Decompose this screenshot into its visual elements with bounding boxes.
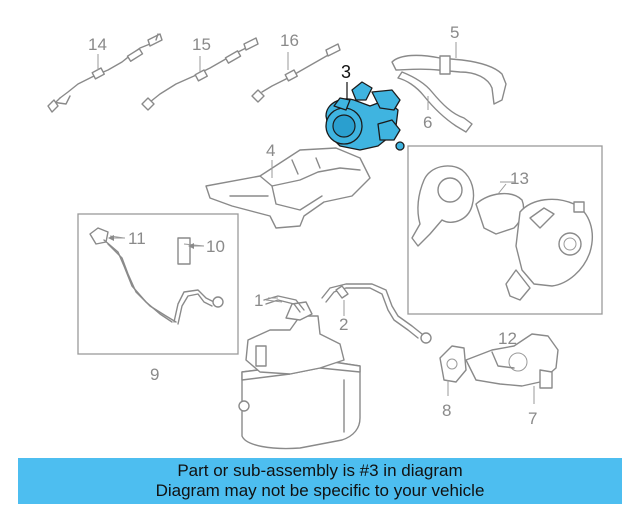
callout-9: 9 [150,365,159,384]
banner-line-2: Diagram may not be specific to your vehi… [155,481,485,500]
callout-12: 12 [498,329,517,348]
water-pump-13[interactable] [411,165,593,301]
pipe-assembly-9[interactable] [89,227,224,325]
canister-1[interactable] [238,295,361,450]
sensor-14[interactable] [47,33,163,113]
callout-16: 16 [280,31,299,50]
callout-7: 7 [528,409,537,428]
hose-5-6[interactable] [391,42,507,133]
sensor-15[interactable] [141,37,259,111]
callout-10: 10 [206,237,225,256]
hose-2[interactable] [321,283,432,344]
sensor-16[interactable] [251,43,341,103]
callout-6: 6 [423,113,432,132]
callout-2: 2 [339,315,348,334]
outlet-housing-7[interactable] [465,333,559,404]
callout-5: 5 [450,23,459,42]
frame-9 [77,213,239,355]
heat-shield-4[interactable] [205,147,371,229]
callout-15: 15 [192,35,211,54]
callout-13: 13 [510,169,529,188]
banner-line-1: Part or sub-assembly is #3 in diagram [177,461,463,480]
callout-3: 3 [341,62,351,82]
callout-1: 1 [254,291,263,310]
callout-8: 8 [442,401,451,420]
auxiliary-pump-3[interactable] [325,81,405,151]
parts-diagram: 14 15 16 3 5 6 4 13 11 10 1 2 12 9 8 7 [47,23,603,450]
callout-14: 14 [88,35,107,54]
callout-4: 4 [266,141,275,160]
leader-lines [108,183,507,303]
callout-11: 11 [128,229,146,248]
info-banner: Part or sub-assembly is #3 in diagram Di… [18,458,622,504]
gasket-8[interactable] [439,345,467,396]
frame-12 [407,145,603,315]
